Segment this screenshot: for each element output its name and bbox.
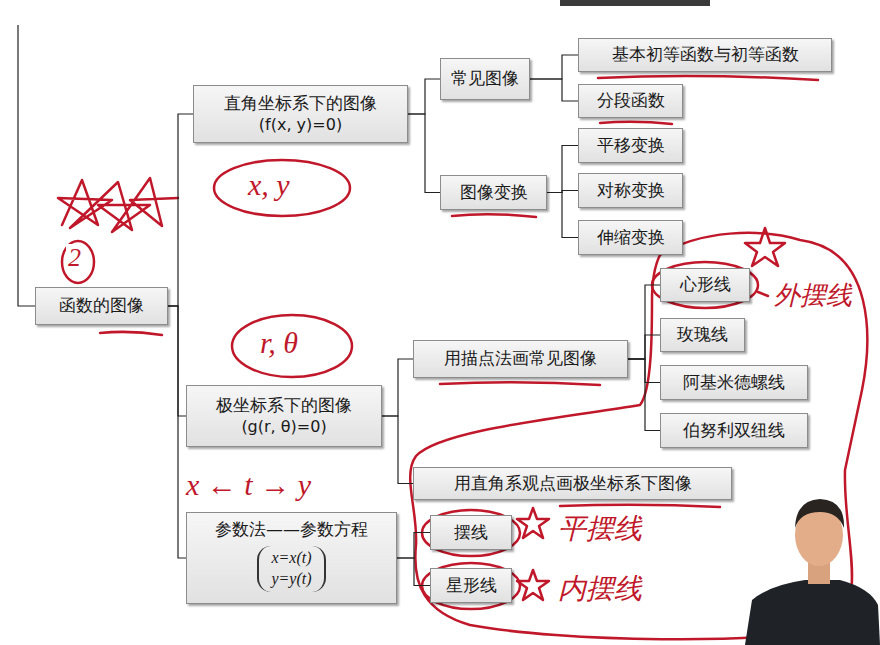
box-label: 心形线 [680, 274, 731, 295]
underline-mark [100, 332, 162, 335]
box-label: 伯努利双纽线 [683, 420, 785, 441]
leaf-box: 伯努利双纽线 [660, 413, 808, 448]
root-box: 函数的图像 [35, 287, 168, 325]
tree-connector [382, 416, 413, 484]
leaf-box: 平移变换 [578, 128, 683, 163]
handwritten-note: x, y [246, 168, 292, 201]
leaf-box: 分段函数 [578, 84, 683, 118]
tree-connector [530, 55, 578, 79]
tree-connector [628, 335, 660, 359]
box-label: 玫瑰线 [677, 324, 728, 345]
tree-connector [168, 306, 186, 558]
handwritten-note: x ← t → y [184, 468, 313, 501]
underline-mark [452, 214, 536, 217]
box-label: 阿基米德螺线 [683, 372, 785, 393]
equation-text: (g(r, θ)=0) [241, 417, 326, 437]
topic-box: 用描点法画常见图像 [413, 340, 628, 378]
tree-connector [628, 359, 660, 431]
leaf-box: 对称变换 [578, 173, 683, 208]
handwritten-note: 2 [66, 244, 83, 273]
tree-connector [408, 79, 440, 114]
tree-connector [408, 114, 440, 193]
tree-connector [628, 359, 660, 383]
box-label: 直角坐标系下的图像 [224, 93, 377, 114]
topic-box: 用直角系观点画极坐标系下图像 [413, 467, 732, 500]
star-mark [517, 508, 549, 538]
leaf-box: 阿基米德螺线 [660, 365, 808, 400]
box-label: 图像变换 [460, 182, 528, 203]
box-label: 常见图像 [451, 68, 519, 89]
box-label: 分段函数 [597, 90, 665, 111]
category-box: 极坐标系下的图像(g(r, θ)=0) [186, 385, 382, 447]
box-label: 用描点法画常见图像 [444, 348, 597, 369]
leaf-box: 基本初等函数与初等函数 [578, 38, 832, 72]
box-label: 用直角系观点画极坐标系下图像 [454, 473, 692, 494]
circle-mark [214, 160, 350, 216]
underline-mark [600, 122, 672, 124]
tree-connector [168, 306, 186, 416]
topic-box: 图像变换 [440, 175, 547, 210]
leaf-box: 摆线 [430, 515, 512, 550]
tree-connector [628, 285, 660, 359]
tree-connector [397, 533, 430, 559]
leader-mark [758, 292, 768, 296]
leaf-box: 玫瑰线 [660, 318, 745, 352]
root-lead-line [18, 25, 35, 306]
equation-text: (f(x, y)=0) [259, 115, 342, 135]
circle-mark [652, 262, 758, 308]
box-label: 摆线 [454, 522, 488, 543]
handwritten-note: 平摆线 [556, 514, 644, 545]
underline-mark [440, 382, 600, 385]
leaf-box: 星形线 [430, 568, 512, 603]
box-title: 参数法——参数方程 [215, 519, 368, 540]
box-label: 基本初等函数与初等函数 [612, 44, 799, 65]
scribble-stars [58, 178, 178, 232]
category-box: 直角坐标系下的图像(f(x, y)=0) [193, 85, 408, 143]
param-box: 参数法——参数方程 x=x(t)y=y(t) [186, 512, 397, 604]
tree-connector [382, 359, 413, 416]
presenter-figure [745, 499, 880, 645]
equation-bracket: x=x(t)y=y(t) [257, 546, 325, 592]
tree-connector [547, 193, 578, 238]
box-label: 对称变换 [597, 180, 665, 201]
leaf-box: 伸缩变换 [578, 220, 683, 255]
handwritten-note: 内摆线 [556, 574, 644, 605]
circle-mark [422, 510, 520, 556]
box-label: 极坐标系下的图像 [216, 395, 352, 416]
tree-connector [547, 146, 578, 193]
equation-line: x=x(t) [271, 548, 311, 569]
star-mark [517, 570, 549, 600]
circle-mark [62, 241, 94, 283]
handwriting-marks [58, 76, 867, 639]
box-label: 函数的图像 [59, 295, 144, 316]
underline-mark [598, 76, 818, 80]
box-label: 平移变换 [597, 135, 665, 156]
equation-line: y=y(t) [271, 569, 311, 590]
circle-mark [422, 563, 520, 609]
handwritten-note: 外摆线 [772, 282, 854, 311]
handwritten-note: r, θ [258, 326, 300, 359]
box-label: 伸缩变换 [597, 227, 665, 248]
topic-box: 常见图像 [440, 58, 530, 100]
tree-connector [530, 79, 578, 101]
leaf-box: 心形线 [660, 268, 750, 302]
box-label: 星形线 [446, 575, 497, 596]
top-bar [560, 0, 710, 6]
enclosing-loop [410, 233, 867, 639]
tree-connector [397, 558, 430, 586]
underline-mark [560, 505, 720, 507]
tree-connector [168, 114, 193, 306]
circle-mark [232, 315, 352, 377]
